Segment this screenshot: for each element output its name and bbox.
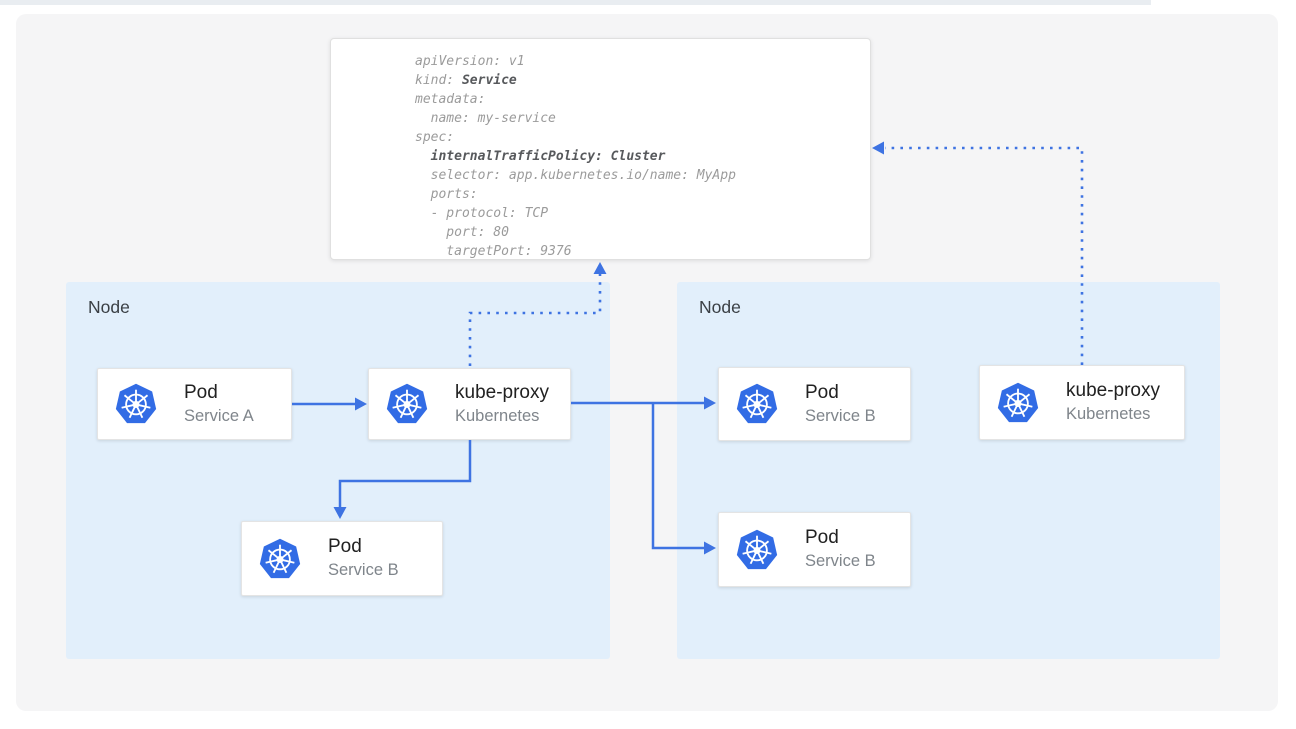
node-box-left: Node bbox=[66, 282, 610, 659]
kubernetes-icon bbox=[996, 381, 1040, 425]
pod-service-b-left-card: Pod Service B bbox=[241, 521, 443, 596]
pod-service-b-bottom-card: Pod Service B bbox=[718, 512, 911, 587]
node-label: Node bbox=[699, 297, 741, 317]
yaml-line: name: my-service bbox=[415, 111, 556, 126]
kubernetes-icon bbox=[258, 537, 302, 581]
entity-title: kube-proxy bbox=[455, 381, 549, 403]
yaml-line: metadata: bbox=[415, 92, 486, 107]
yaml-line: spec: bbox=[415, 130, 455, 145]
entity-title: Pod bbox=[805, 527, 839, 548]
entity-title: Pod bbox=[328, 536, 362, 557]
entity-subtitle: Service B bbox=[328, 561, 399, 579]
entity-subtitle: Kubernetes bbox=[455, 406, 540, 425]
pod-service-a-card: Pod Service A bbox=[97, 368, 292, 440]
entity-subtitle: Service B bbox=[805, 406, 876, 425]
yaml-line: internalTrafficPolicy: Cluster bbox=[430, 149, 666, 164]
yaml-line: ports: bbox=[415, 187, 478, 202]
kube-proxy-right-card: kube-proxy Kubernetes bbox=[979, 365, 1185, 440]
kubernetes-icon bbox=[114, 382, 158, 426]
entity-subtitle: Service B bbox=[805, 552, 876, 570]
entity-title: Pod bbox=[184, 381, 218, 403]
yaml-line: selector: app.kubernetes.io/name: MyApp bbox=[415, 168, 736, 183]
kubernetes-icon bbox=[735, 382, 779, 426]
kubernetes-icon bbox=[735, 528, 779, 572]
entity-subtitle: Service A bbox=[184, 406, 254, 425]
service-yaml-panel: apiVersion: v1 kind: Service metadata: n… bbox=[330, 38, 871, 260]
yaml-line: kind: Service bbox=[415, 73, 517, 88]
node-box-right: Node bbox=[677, 282, 1220, 659]
entity-title: kube-proxy bbox=[1066, 380, 1160, 401]
yaml-line: - protocol: TCP bbox=[415, 206, 549, 221]
node-label: Node bbox=[88, 297, 130, 317]
kube-proxy-left-card: kube-proxy Kubernetes bbox=[368, 368, 571, 440]
pod-service-b-top-card: Pod Service B bbox=[718, 367, 911, 441]
yaml-line: port: 80 bbox=[415, 225, 509, 240]
yaml-line: apiVersion: v1 bbox=[415, 54, 525, 69]
top-divider bbox=[0, 0, 1151, 5]
entity-title: Pod bbox=[805, 381, 839, 403]
entity-subtitle: Kubernetes bbox=[1066, 405, 1151, 423]
yaml-line: targetPort: 9376 bbox=[415, 244, 572, 259]
kubernetes-icon bbox=[385, 382, 429, 426]
